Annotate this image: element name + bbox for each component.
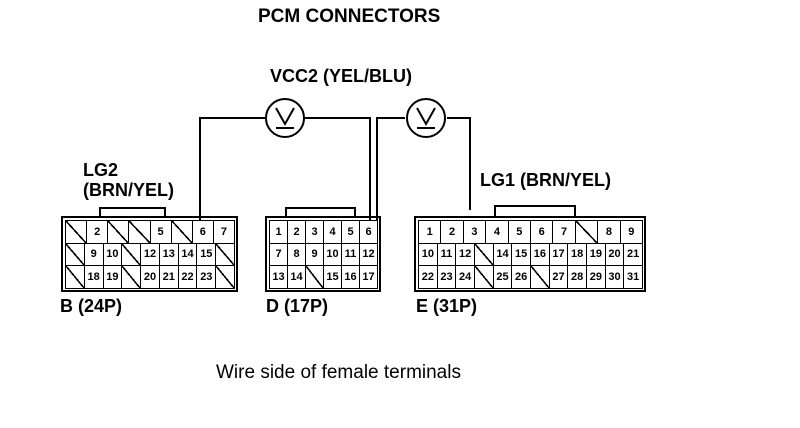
- latch-tabs: [99, 205, 576, 216]
- terminal-b-blank: [65, 265, 85, 289]
- terminal-e-4: 4: [485, 220, 509, 244]
- vcc2-label: VCC2 (YEL/BLU): [270, 66, 413, 86]
- terminal-d-1: 1: [269, 220, 288, 244]
- terminal-d-blank: [305, 265, 324, 289]
- terminal-b-blank: [65, 220, 88, 244]
- terminal-b-blank: [65, 242, 85, 267]
- terminal-d-8: 8: [287, 242, 306, 267]
- terminal-b-7: 7: [212, 220, 235, 244]
- page-title: PCM CONNECTORS: [258, 6, 441, 27]
- terminal-b-blank: [215, 242, 235, 267]
- terminal-d-4: 4: [323, 220, 342, 244]
- terminal-b-6: 6: [191, 220, 214, 244]
- terminal-b-23: 23: [196, 265, 217, 289]
- terminal-e-12: 12: [455, 242, 475, 267]
- terminal-e-24: 24: [455, 265, 475, 289]
- terminal-e-8: 8: [597, 220, 621, 244]
- terminal-e-3: 3: [462, 220, 487, 244]
- terminal-d-14: 14: [287, 265, 306, 289]
- wires: [199, 117, 471, 232]
- wire-lg1: [447, 117, 471, 210]
- terminal-d-10: 10: [323, 242, 342, 267]
- terminal-b-5: 5: [149, 220, 172, 244]
- terminal-e-27: 27: [548, 265, 569, 289]
- terminal-b-blank: [107, 220, 130, 244]
- terminal-e-26: 26: [511, 265, 531, 289]
- terminal-e-29: 29: [586, 265, 606, 289]
- terminal-b-blank: [121, 242, 142, 267]
- lg2-label-line2: (BRN/YEL): [83, 180, 174, 200]
- terminal-d-17: 17: [359, 265, 378, 289]
- voltmeter-right: [406, 98, 446, 138]
- terminal-b-20: 20: [140, 265, 160, 289]
- terminal-d-6: 6: [359, 220, 378, 244]
- terminal-e-21: 21: [623, 242, 643, 267]
- terminal-b-15: 15: [196, 242, 217, 267]
- terminal-b-2: 2: [86, 220, 109, 244]
- voltmeter-left: [265, 98, 305, 138]
- terminal-b-18: 18: [83, 265, 104, 289]
- terminal-e-25: 25: [492, 265, 513, 289]
- terminal-e-16: 16: [530, 242, 550, 267]
- terminal-d-5: 5: [341, 220, 360, 244]
- terminal-b-blank: [128, 220, 151, 244]
- terminal-e-5: 5: [507, 220, 531, 244]
- terminal-d-2: 2: [287, 220, 306, 244]
- terminal-b-10: 10: [102, 242, 123, 267]
- terminal-b-13: 13: [158, 242, 179, 267]
- terminal-e-17: 17: [548, 242, 569, 267]
- terminal-d-3: 3: [305, 220, 324, 244]
- terminal-b-14: 14: [177, 242, 198, 267]
- terminal-b-blank: [121, 265, 142, 289]
- lg1-label: LG1 (BRN/YEL): [480, 170, 612, 190]
- terminal-e-blank: [474, 242, 494, 267]
- connector-d-label: D (17P): [266, 296, 329, 316]
- terminal-e-15: 15: [511, 242, 531, 267]
- terminal-e-18: 18: [567, 242, 587, 267]
- terminal-e-23: 23: [436, 265, 457, 289]
- terminal-b-blank: [170, 220, 193, 244]
- terminal-e-7: 7: [552, 220, 576, 244]
- terminal-e-30: 30: [604, 265, 625, 289]
- terminal-e-11: 11: [436, 242, 457, 267]
- connector-b-label: B (24P): [60, 296, 123, 316]
- terminal-b-21: 21: [158, 265, 179, 289]
- terminal-e-blank: [574, 220, 599, 244]
- terminal-d-16: 16: [341, 265, 360, 289]
- terminal-e-22: 22: [418, 265, 438, 289]
- terminal-d-15: 15: [323, 265, 342, 289]
- terminal-b-19: 19: [102, 265, 123, 289]
- terminal-e-10: 10: [418, 242, 438, 267]
- terminal-d-11: 11: [341, 242, 360, 267]
- wire-vcc2-left: [304, 117, 371, 232]
- terminal-e-9: 9: [619, 220, 643, 244]
- terminal-d-9: 9: [305, 242, 324, 267]
- wire-vcc2-right: [376, 117, 405, 232]
- terminal-e-19: 19: [586, 242, 606, 267]
- terminal-b-blank: [215, 265, 235, 289]
- terminal-e-2: 2: [440, 220, 464, 244]
- terminal-e-20: 20: [604, 242, 625, 267]
- terminal-d-7: 7: [269, 242, 288, 267]
- connector-e-label: E (31P): [416, 296, 478, 316]
- terminal-b-9: 9: [83, 242, 104, 267]
- terminal-e-31: 31: [623, 265, 643, 289]
- terminal-e-6: 6: [530, 220, 554, 244]
- terminal-e-1: 1: [418, 220, 442, 244]
- terminal-d-12: 12: [359, 242, 378, 267]
- lg2-label-line1: LG2: [83, 160, 119, 180]
- wire-lg2: [199, 117, 265, 232]
- terminal-e-blank: [474, 265, 494, 289]
- caption: Wire side of female terminals: [216, 362, 461, 383]
- terminal-b-22: 22: [177, 265, 198, 289]
- terminal-b-12: 12: [140, 242, 160, 267]
- terminal-e-14: 14: [492, 242, 513, 267]
- terminal-d-13: 13: [269, 265, 288, 289]
- terminal-e-28: 28: [567, 265, 587, 289]
- terminal-e-blank: [530, 265, 550, 289]
